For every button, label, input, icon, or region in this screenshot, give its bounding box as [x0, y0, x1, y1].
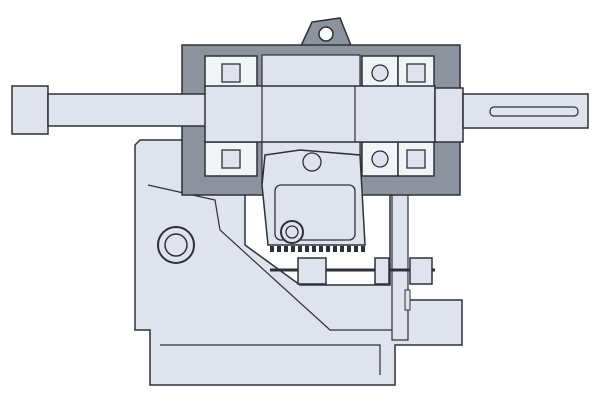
- nut-right: [409, 257, 433, 285]
- gear-teeth-row: [270, 246, 365, 252]
- gear-pivot: [302, 152, 322, 172]
- roller-3: [406, 63, 426, 83]
- gear-tooth: [347, 246, 351, 252]
- keyway: [489, 106, 579, 117]
- lifting-lug-hole: [318, 26, 334, 42]
- gear-tooth: [277, 246, 281, 252]
- gear-tooth: [305, 246, 309, 252]
- gear-tooth: [354, 246, 358, 252]
- right-leg: [391, 189, 409, 341]
- pin: [404, 289, 411, 311]
- gear-tooth: [319, 246, 323, 252]
- small-gear-hub: [285, 225, 299, 239]
- shaft: [11, 85, 589, 143]
- ball-1: [371, 64, 389, 82]
- drain-hole-inner: [164, 233, 188, 257]
- gear-tooth: [333, 246, 337, 252]
- base-inner-rib-2: [160, 344, 381, 375]
- shaft-main: [47, 93, 209, 127]
- gear-tooth: [340, 246, 344, 252]
- nut-middle: [374, 257, 390, 285]
- gear-tooth: [361, 246, 365, 252]
- gear-tooth: [298, 246, 302, 252]
- gear-tooth: [284, 246, 288, 252]
- shaft-hub: [204, 85, 436, 143]
- gear-tooth: [326, 246, 330, 252]
- ball-2: [371, 150, 389, 168]
- shaft-left-end: [11, 85, 49, 135]
- roller-4: [406, 149, 426, 169]
- roller-1: [221, 63, 241, 83]
- gear-tooth: [312, 246, 316, 252]
- nut-left: [297, 257, 327, 285]
- roller-2: [221, 149, 241, 169]
- gear-tooth: [270, 246, 274, 252]
- linkage: [270, 257, 435, 311]
- gear-tooth: [291, 246, 295, 252]
- bearings: [204, 55, 435, 177]
- gear-unit: [261, 149, 366, 252]
- shaft-collar: [434, 87, 464, 143]
